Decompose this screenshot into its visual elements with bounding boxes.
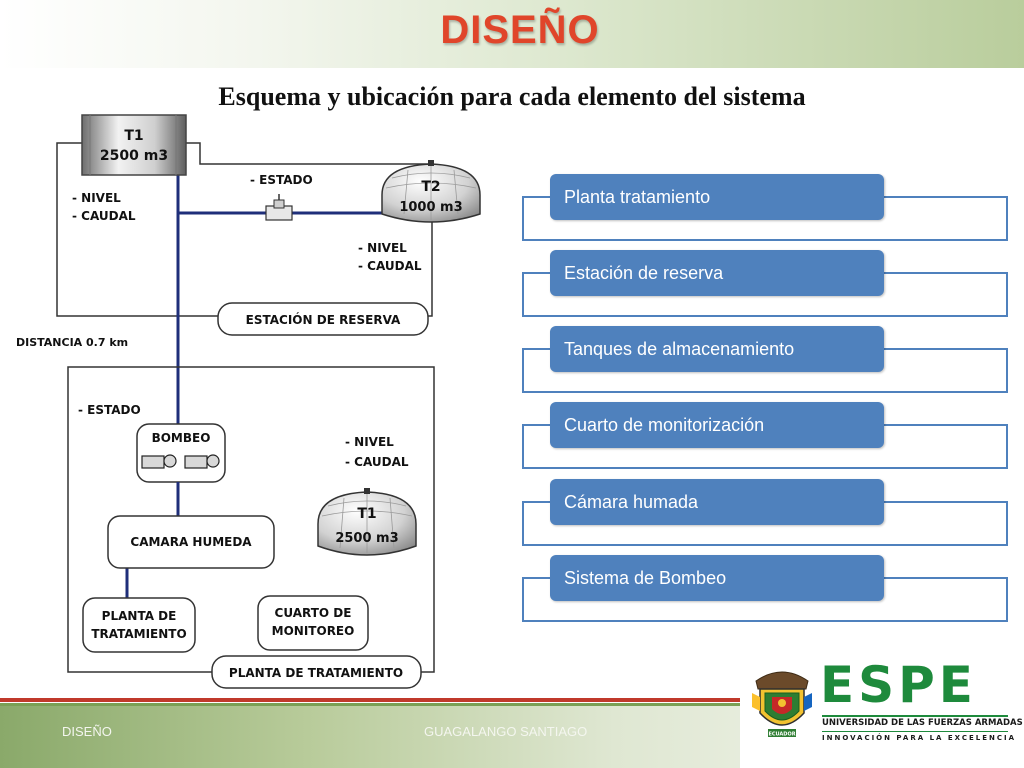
label-caudal-1: - CAUDAL [72,209,136,223]
lower-pipes [125,482,180,598]
planta-tratamiento-box: PLANTA DE TRATAMIENTO [82,597,196,653]
espe-line2: INNOVACIÓN PARA LA EXCELENCIA [822,734,1017,742]
footer-red-line [0,698,760,702]
list-item-tanques-almacenamiento: Tanques de almacenamiento [550,326,884,372]
tank-t2-name: T2 [421,179,440,195]
estacion-reserva-box: ESTACIÓN DE RESERVA [217,302,429,336]
footer-green-line [0,703,760,706]
list-item-planta-tratamiento: Planta tratamiento [550,174,884,220]
label-estado-2: - ESTADO [78,403,141,417]
tank-t1-top-name: T1 [124,128,143,144]
logo-divider-2 [822,731,1008,732]
tank-t1-bottom-name: T1 [357,506,376,522]
slide-title: DISEÑO [440,8,600,52]
pump-icon [141,454,220,469]
slide-subtitle: Esquema y ubicación para cada elemento d… [218,82,806,111]
list-brackets [522,196,1008,622]
label-caudal-2: - CAUDAL [358,259,422,273]
espe-line1: UNIVERSIDAD DE LAS FUERZAS ARMADAS [822,718,1023,728]
distancia-label: DISTANCIA 0.7 km [16,336,128,349]
tank-t2: T2 1000 m3 [381,160,481,223]
tank-t1-top-capacity: 2500 m3 [100,148,168,164]
tank-t1-bottom-capacity: 2500 m3 [335,531,398,546]
header-band [0,0,1024,68]
planta-de-label: PLANTA DE [102,609,177,623]
label-nivel-3: - NIVEL [345,435,394,449]
system-diagram: T1 2500 m3 - NIVEL - CAUDAL - ESTADO T2 [16,114,481,689]
list-item-cuarto-monitorizacion: Cuarto de monitorización [550,402,884,448]
planta-de-tratamiento-label: PLANTA DE TRATAMIENTO [229,666,403,680]
label-estado-1: - ESTADO [250,173,313,187]
tank-t1-top: T1 2500 m3 [81,114,187,176]
tank-t2-capacity: 1000 m3 [399,200,462,215]
list-item-sistema-bombeo: Sistema de Bombeo [550,555,884,601]
bombeo-box: BOMBEO [136,423,226,483]
label-nivel-1: - NIVEL [72,191,121,205]
camara-humeda-box: CAMARA HUMEDA [107,515,275,569]
estacion-reserva-label: ESTACIÓN DE RESERVA [246,312,401,327]
tratamiento-label: TRATAMIENTO [91,627,186,641]
monitoreo-label: MONITOREO [272,624,355,638]
planta-de-tratamiento-box: PLANTA DE TRATAMIENTO [211,655,422,689]
list-item-estacion-reserva: Estación de reserva [550,250,884,296]
label-caudal-3: - CAUDAL [345,455,409,469]
footer-left-text: DISEÑO [62,724,112,739]
espe-brand: ESPE [820,656,977,714]
list-item-camara-humada: Cámara humada [550,479,884,525]
camara-humeda-label: CAMARA HUMEDA [130,535,252,549]
lower-plant-outline [67,366,435,673]
espe-seal-icon: ECUADOR [752,671,812,738]
seal-text: ECUADOR [768,732,795,738]
espe-logo: ECUADOR ESPE UNIVERSIDAD DE LAS FUERZAS … [740,655,1024,768]
valve-icon: - ESTADO [250,173,313,221]
label-nivel-2: - NIVEL [358,241,407,255]
bombeo-label: BOMBEO [152,431,211,445]
footer-center-text: GUAGALANGO SANTIAGO [424,724,588,739]
tank-t1-bottom: T1 2500 m3 [317,488,417,556]
cuarto-de-label: CUARTO DE [275,606,352,620]
logo-divider [822,715,1008,717]
cuarto-monitoreo-box: CUARTO DE MONITOREO [257,595,369,651]
